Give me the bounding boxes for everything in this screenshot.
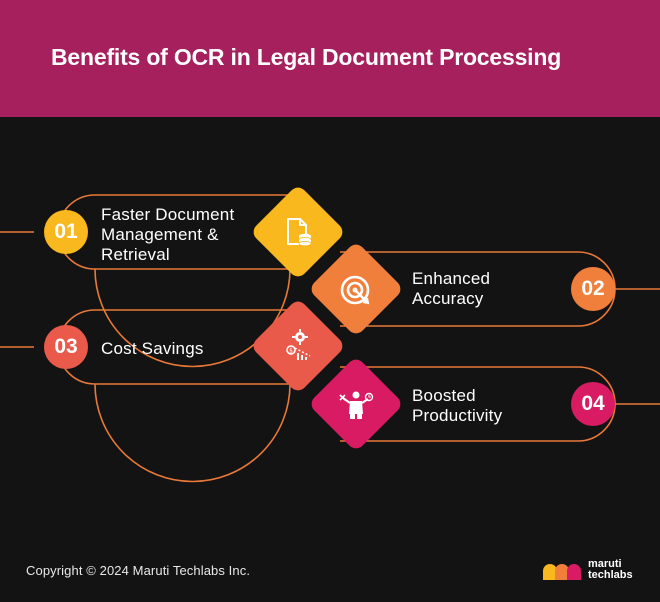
multitasking-person-icon — [339, 391, 374, 419]
benefit-1-line-3: Retrieval — [101, 245, 170, 264]
logo-mark-icon — [543, 564, 581, 580]
page-title: Benefits of OCR in Legal Document Proces… — [51, 44, 562, 70]
benefit-1-line-1: Faster Document — [101, 205, 235, 224]
benefit-3-label: Cost Savings — [101, 339, 204, 359]
benefit-4-number: 04 — [571, 382, 615, 426]
company-logo: maruti techlabs — [541, 558, 651, 584]
cost-gear-icon: $ — [286, 329, 311, 360]
document-database-icon — [287, 218, 312, 247]
logo-line-2: techlabs — [588, 569, 633, 581]
benefit-2-number: 02 — [571, 267, 615, 311]
benefit-4-line-2: Productivity — [412, 406, 503, 425]
target-icon — [340, 275, 370, 305]
benefit-1-number: 01 — [44, 210, 88, 254]
benefit-4-line-1: Boosted — [412, 386, 476, 405]
logo-wordmark: maruti techlabs — [588, 559, 633, 581]
logo-line-1: maruti — [588, 558, 622, 570]
header-banner: Benefits of OCR in Legal Document Proces… — [0, 0, 660, 117]
benefit-4-label: Boosted Productivity — [412, 386, 502, 426]
benefit-3-line-1: Cost Savings — [101, 339, 204, 358]
benefit-1-label: Faster Document Management & Retrieval — [101, 205, 234, 265]
benefit-1-line-2: Management & — [101, 225, 219, 244]
benefit-3-number: 03 — [44, 325, 88, 369]
svg-text:$: $ — [289, 348, 293, 355]
benefit-2-line-2: Accuracy — [412, 289, 484, 308]
copyright-text: Copyright © 2024 Maruti Techlabs Inc. — [26, 563, 251, 578]
benefit-2-label: Enhanced Accuracy — [412, 269, 490, 309]
row-3-connector — [0, 309, 291, 483]
benefit-2-line-1: Enhanced — [412, 269, 491, 288]
